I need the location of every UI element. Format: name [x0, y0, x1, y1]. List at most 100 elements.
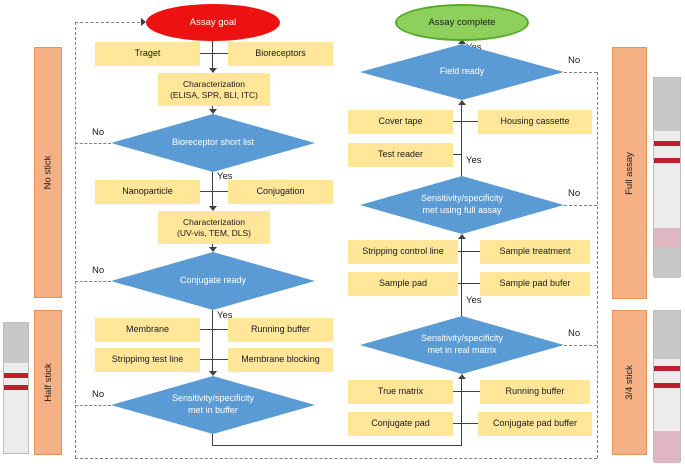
process-conjugate-pad: Conjugate pad — [348, 412, 453, 436]
connector — [212, 244, 213, 248]
decision-sensitivity-full-assay: Sensitivity/specificity met using full a… — [360, 176, 564, 234]
no-label: No — [92, 265, 105, 276]
sidebar-full-assay-label: Full assay — [624, 151, 636, 195]
process-sample-pad-label: Sample pad — [378, 278, 428, 289]
decision-bioreceptor-short-list-label: Bioreceptor short list — [171, 137, 255, 148]
process-nanoparticle: Nanoparticle — [95, 180, 200, 204]
connector — [212, 41, 213, 69]
decision-sensitivity-full-assay-line1: Sensitivity/specificity — [420, 193, 504, 204]
dashed-connector-no — [75, 405, 111, 406]
strip-conjugate-pad-region — [654, 431, 680, 463]
no-label: No — [568, 188, 581, 199]
process-running-buffer-2: Running buffer — [480, 380, 590, 404]
decision-bioreceptor-short-list: Bioreceptor short list — [111, 114, 315, 172]
test-strip-half-stick — [3, 322, 29, 454]
process-traget: Traget — [95, 42, 200, 66]
connector — [212, 172, 213, 207]
decision-conjugate-ready-label: Conjugate ready — [179, 275, 247, 286]
process-housing-cassette-label: Housing cassette — [500, 116, 570, 127]
process-stripping-control-line: Stripping control line — [348, 240, 458, 264]
test-strip-three-quarter — [653, 310, 681, 463]
connector — [453, 154, 462, 155]
dashed-connector-no — [75, 143, 111, 144]
terminal-assay-goal: Assay goal — [146, 4, 280, 41]
process-membrane: Membrane — [95, 318, 200, 342]
connector — [458, 283, 480, 284]
decision-field-ready: Field ready — [360, 44, 564, 100]
process-characterization-binding-line1: Characterization — [183, 78, 245, 89]
process-conjugation: Conjugation — [228, 180, 333, 204]
decision-sensitivity-full-assay-line2: met using full assay — [422, 205, 502, 215]
process-running-buffer-1: Running buffer — [228, 318, 333, 342]
no-label: No — [92, 389, 105, 400]
dashed-connector-right — [597, 72, 598, 458]
process-conjugate-pad-label: Conjugate pad — [371, 418, 430, 429]
process-running-buffer-1-label: Running buffer — [251, 324, 310, 335]
connector — [212, 434, 213, 446]
process-stripping-test-line: Strippimg test line — [95, 348, 200, 372]
process-nanoparticle-label: Nanoparticle — [122, 186, 173, 197]
test-strip-full-assay — [653, 77, 681, 278]
connector — [461, 378, 462, 446]
terminal-assay-complete-label: Assay complete — [428, 17, 496, 28]
dashed-connector-top — [75, 22, 140, 23]
process-sample-pad-buffer-label: Sample pad bufer — [499, 278, 571, 289]
process-conjugate-pad-buffer: Conjugate pad buffer — [478, 412, 592, 436]
sidebar-no-stick: No stick — [34, 47, 62, 298]
connector — [212, 445, 462, 446]
connector — [453, 391, 480, 392]
strip-control-line — [4, 385, 28, 390]
connector — [200, 191, 228, 192]
arrowhead-up-icon — [458, 100, 466, 105]
connector — [200, 53, 228, 54]
decision-sensitivity-buffer-line1: Sensitivity/specificity — [171, 393, 255, 404]
arrowhead-down-icon — [209, 68, 217, 73]
process-sample-treatment-label: Sample treatment — [499, 246, 571, 257]
strip-test-line — [4, 373, 28, 378]
sidebar-no-stick-label: No stick — [42, 155, 54, 190]
arrowhead-up-icon — [458, 374, 466, 379]
no-label: No — [568, 328, 581, 339]
process-membrane-blocking: Membrane blocking — [228, 348, 333, 372]
process-conjugation-label: Conjugation — [256, 186, 305, 197]
process-characterization-nanoparticle: Characterization (UV-vis, TEM, DLS) — [158, 211, 270, 244]
process-test-reader-label: Test reader — [377, 149, 424, 160]
dashed-connector-bottom — [75, 458, 597, 459]
decision-sensitivity-real-matrix-line2: met in real matrix — [427, 345, 497, 355]
sidebar-three-quarter-stick-label: 3/4 stick — [624, 365, 636, 400]
dashed-connector-no — [564, 345, 597, 346]
process-membrane-label: Membrane — [125, 324, 170, 335]
strip-sample-pad-region — [654, 311, 680, 359]
strip-sample-pad-region — [654, 78, 680, 131]
yes-label: Yes — [217, 171, 233, 182]
decision-field-ready-label: Field ready — [439, 66, 485, 77]
process-cover-tape: Cover tape — [348, 110, 453, 134]
connector — [458, 251, 480, 252]
strip-conjugate-pad-region — [654, 228, 680, 248]
yes-label: Yes — [466, 155, 482, 166]
process-characterization-nanoparticle-line1: Characterization — [183, 216, 245, 227]
sidebar-full-assay: Full assay — [612, 47, 647, 299]
no-label: No — [92, 127, 105, 138]
strip-test-line — [654, 366, 680, 371]
process-true-matrix-label: True matrix — [377, 386, 424, 397]
yes-label: Yes — [466, 295, 482, 306]
connector — [200, 329, 228, 330]
connector — [461, 104, 462, 176]
strip-test-line — [654, 141, 680, 146]
process-sample-pad-buffer: Sample pad bufer — [480, 272, 590, 296]
sidebar-half-stick-label: Half stick — [42, 363, 54, 402]
dashed-connector-no — [564, 205, 597, 206]
decision-sensitivity-buffer: Sensitivity/specificity met in buffer — [111, 376, 315, 434]
decision-conjugate-ready: Conjugate ready — [111, 252, 315, 310]
yes-label: Yes — [217, 310, 233, 321]
process-characterization-nanoparticle-line2: (UV-vis, TEM, DLS) — [177, 227, 251, 238]
process-running-buffer-2-label: Running buffer — [505, 386, 565, 397]
arrowhead-right-icon — [141, 18, 146, 26]
process-bioreceptors-label: Bioreceptors — [255, 48, 306, 59]
arrowhead-down-icon — [209, 206, 217, 211]
arrowhead-up-icon — [458, 234, 466, 239]
decision-sensitivity-buffer-line2: met in buffer — [188, 405, 238, 415]
process-characterization-binding-line2: (ELISA, SPR, BLI, ITC) — [170, 89, 258, 100]
dashed-connector-left — [75, 22, 76, 458]
